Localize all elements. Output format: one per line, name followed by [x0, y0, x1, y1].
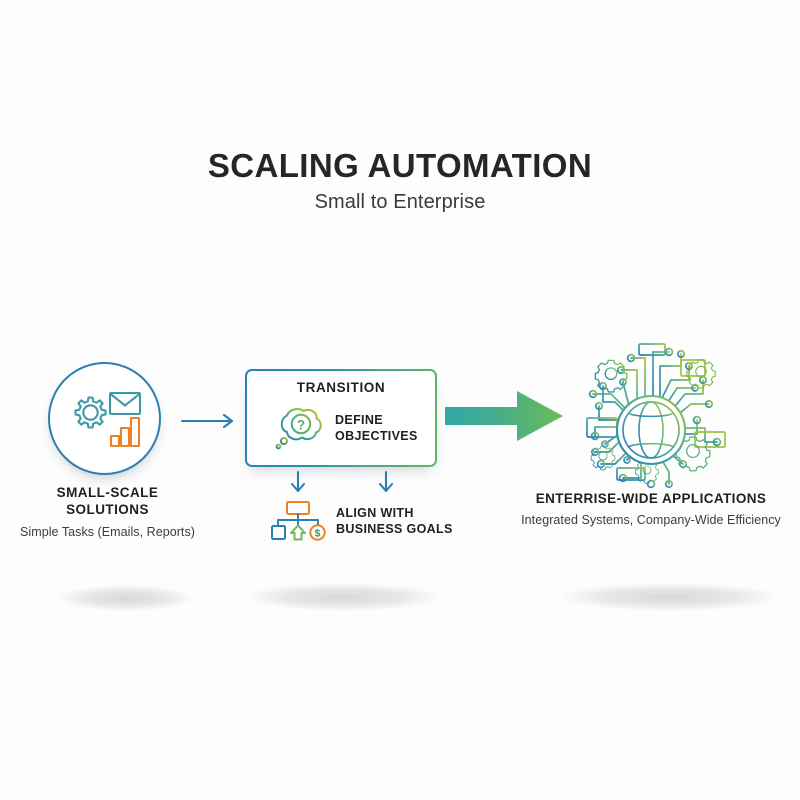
align-text-line2: BUSINESS GOALS: [336, 522, 453, 536]
dollar-circle-icon: $: [309, 524, 326, 541]
label-small-scale-line1: SMALL-SCALE: [56, 485, 159, 500]
svg-text:$: $: [315, 528, 321, 540]
label-enterprise: ENTERRISE-WIDE APPLICATIONS Integrated S…: [498, 490, 800, 527]
transition-title: TRANSITION: [296, 380, 386, 395]
shadow-middle-stage: [246, 583, 441, 611]
square-icon: [271, 525, 286, 540]
connector-arrows-down: [282, 470, 412, 498]
stage-enterprise-wide-applications[interactable]: [565, 332, 737, 494]
label-small-scale-line2: SOLUTIONS: [66, 502, 149, 518]
small-scale-icon-group: [67, 388, 143, 450]
stage-transition[interactable]: TRANSITION: [245, 369, 437, 467]
down-arrows-svg: [290, 470, 394, 493]
page-subtitle: Small to Enterprise: [314, 190, 486, 213]
shadow-left-stage: [58, 585, 193, 611]
title-block: SCALING AUTOMATION Small to Enterprise: [0, 148, 800, 214]
globe-network-icon: [586, 343, 726, 489]
large-right-arrow-icon: [445, 391, 563, 441]
thought-bubble-svg: ?: [275, 408, 322, 450]
sublabel-enterprise: Integrated Systems, Company-Wide Efficie…: [521, 513, 781, 528]
connector-big-arrow: [443, 383, 567, 449]
transition-content-row: ? DEFINE OBJECTIVES: [271, 402, 421, 454]
align-business-goals-block[interactable]: $ ALIGN WITH BUSINESS GOALS: [270, 499, 455, 543]
right-arrow-icon: [180, 413, 234, 429]
transition-box-border: [245, 369, 437, 467]
globe-icon: [615, 394, 687, 466]
envelope-icon: [108, 391, 142, 416]
label-small-scale: SMALL-SCALE SOLUTIONS Simple Tasks (Emai…: [0, 484, 215, 539]
gear-icon: [74, 396, 107, 429]
circle-ring: [48, 362, 161, 475]
shadow-right-stage: [560, 583, 780, 611]
define-objectives-text: DEFINE OBJECTIVES: [335, 412, 418, 445]
sublabel-small-scale: Simple Tasks (Emails, Reports): [20, 524, 195, 539]
connector-arrow-left-to-middle: [180, 408, 242, 434]
org-chart-icon: $: [270, 500, 326, 542]
small-scale-icons-svg: [74, 391, 142, 448]
up-arrow-icon: [290, 524, 306, 541]
down-arrow-icon-left: [290, 470, 306, 493]
thought-bubble-icon: ?: [271, 404, 327, 452]
define-objectives-line2: OBJECTIVES: [335, 429, 418, 443]
align-business-goals-text: ALIGN WITH BUSINESS GOALS: [336, 505, 453, 538]
page-title: SCALING AUTOMATION: [207, 147, 593, 184]
org-chart-svg: $: [271, 501, 326, 541]
bar-chart-icon: [109, 416, 141, 448]
question-mark-icon: ?: [297, 417, 305, 432]
label-enterprise-title: ENTERRISE-WIDE APPLICATIONS: [535, 491, 767, 506]
align-text-line1: ALIGN WITH: [336, 505, 414, 520]
define-objectives-line1: DEFINE: [335, 412, 383, 427]
down-arrow-icon-right: [378, 470, 394, 493]
stage-small-scale-solutions[interactable]: [48, 362, 161, 475]
